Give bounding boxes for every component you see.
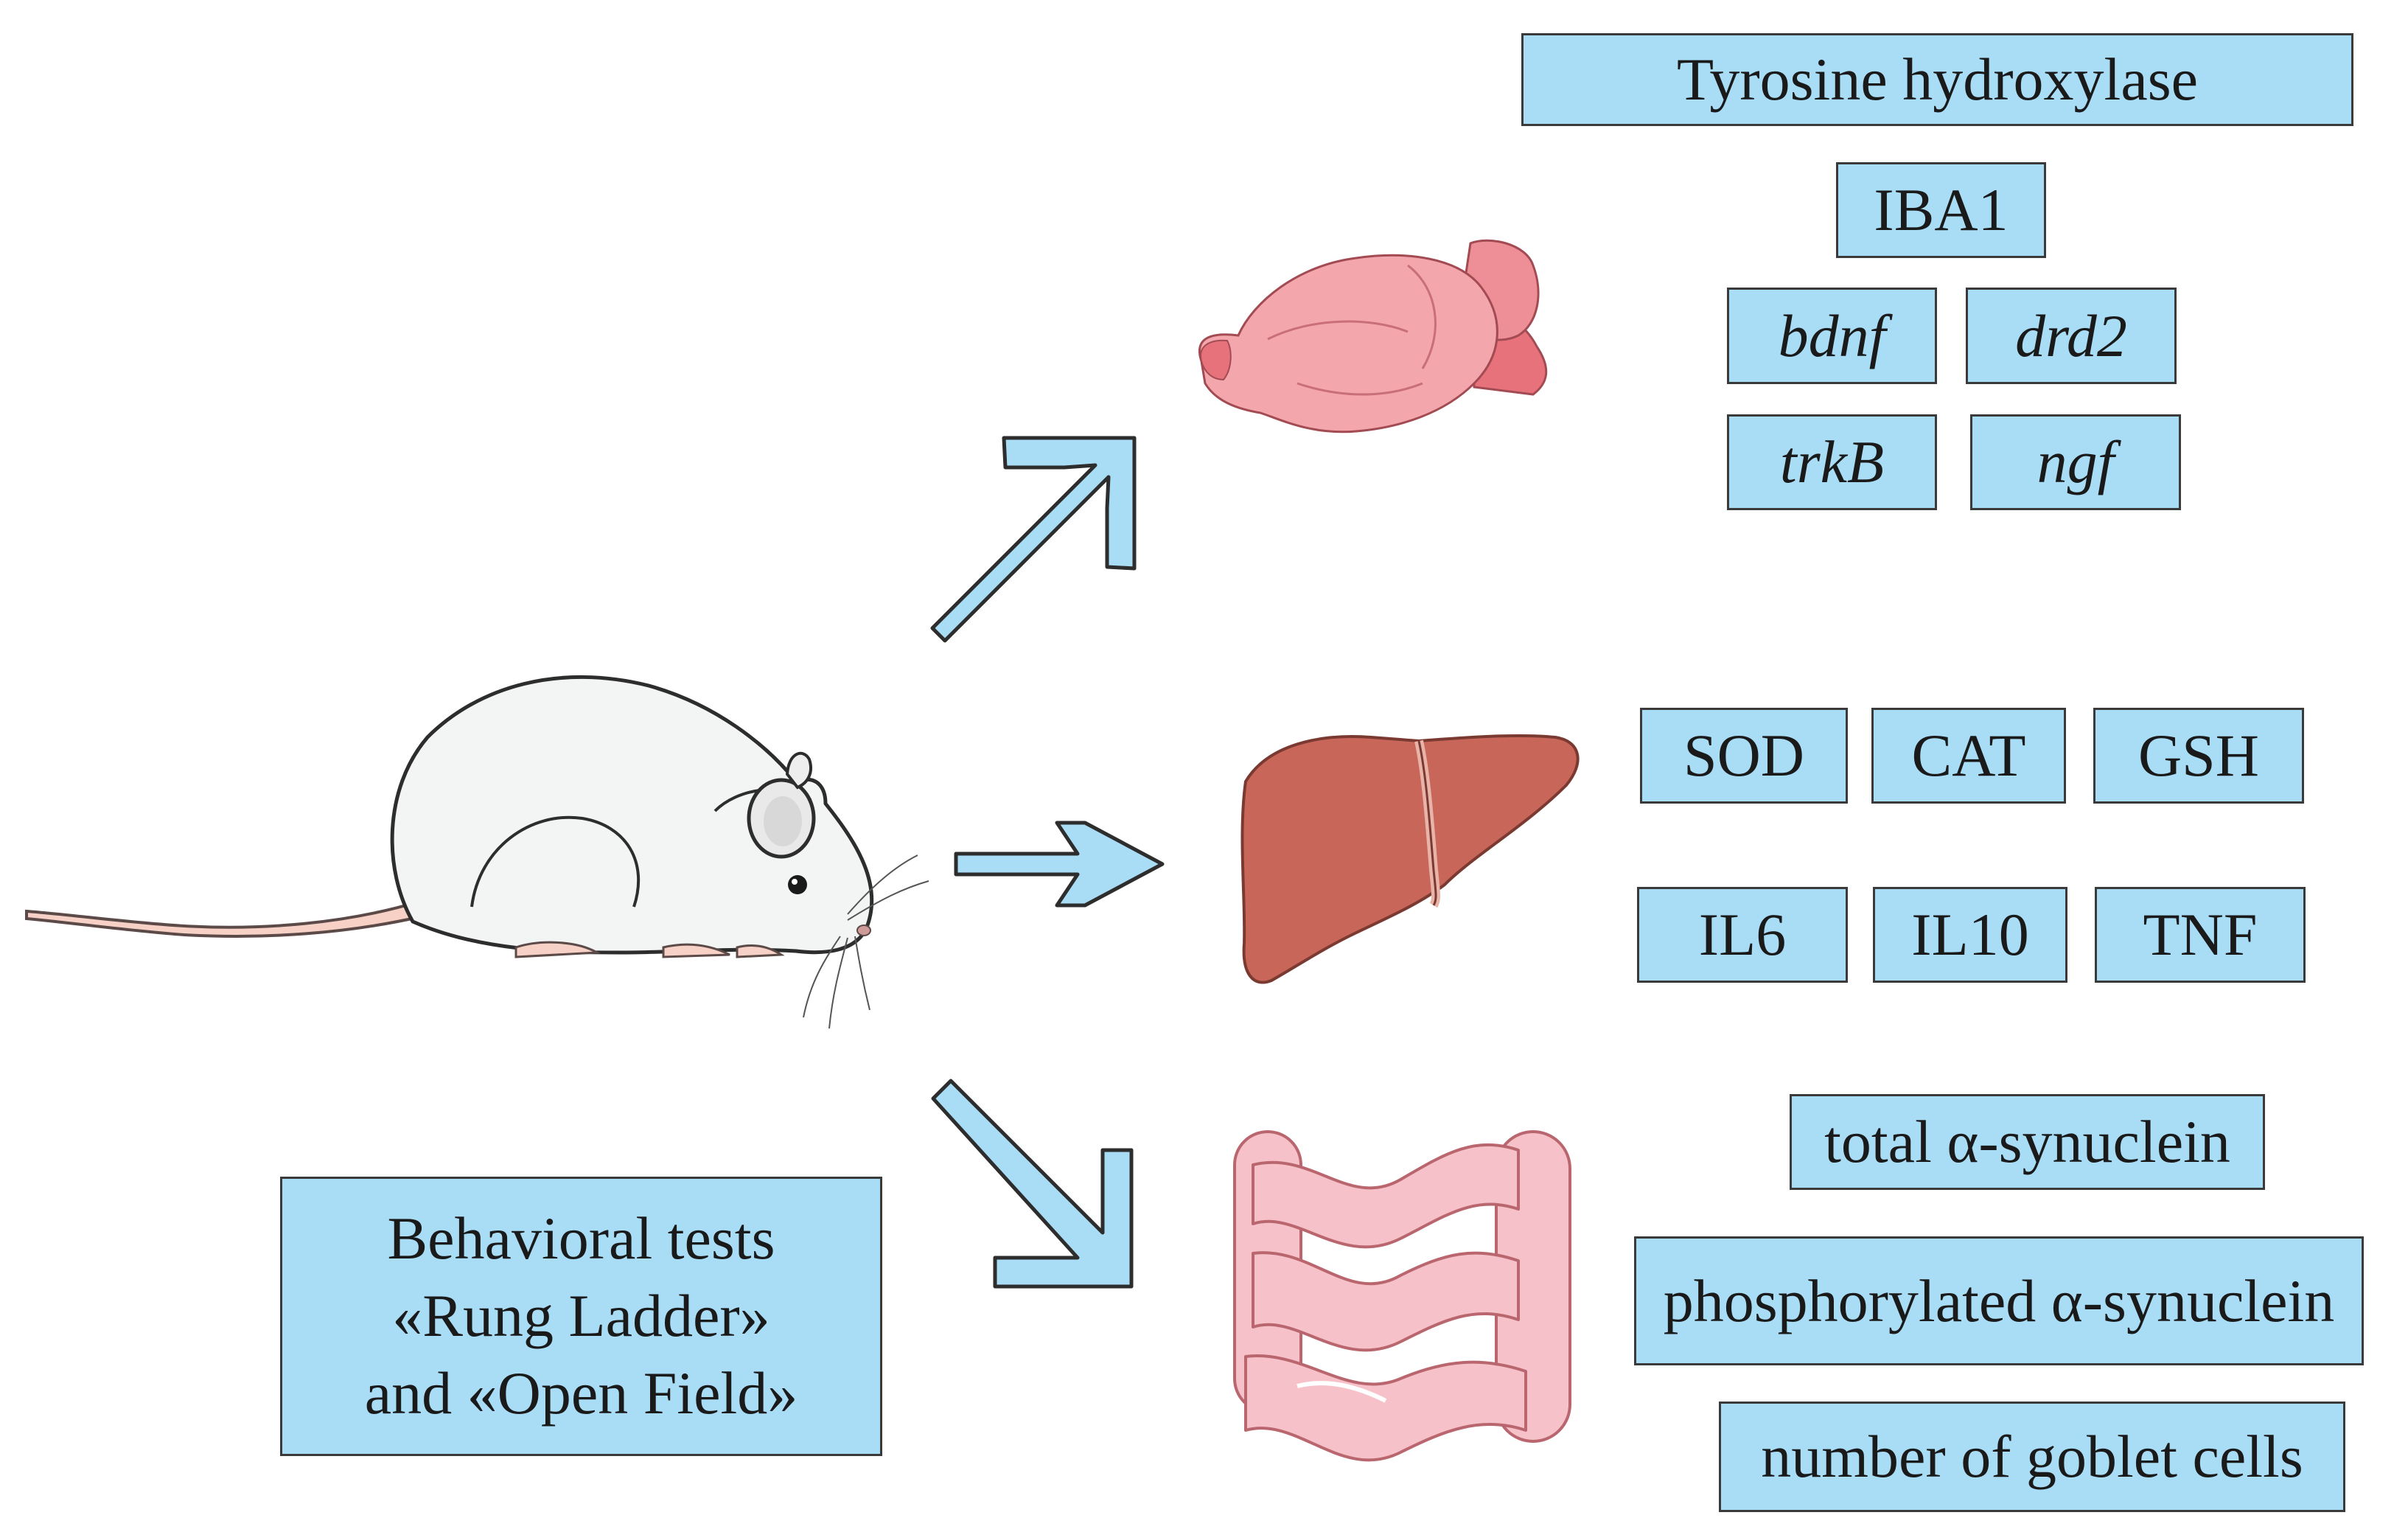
behavioral-tests-line1: Behavioral tests (387, 1205, 775, 1272)
drd2-box: drd2 (1966, 288, 2177, 384)
ngf-box: ngf (1970, 414, 2181, 510)
iba1-box: IBA1 (1836, 162, 2046, 258)
behavioral-tests-line3: and «Open Field» (364, 1359, 798, 1427)
total-synuclein-box: total α-synuclein (1790, 1094, 2265, 1190)
trkb-box: trkB (1727, 414, 1937, 510)
behavioral-tests-line2: «Rung Ladder» (392, 1282, 770, 1350)
sod-box: SOD (1640, 708, 1848, 804)
bdnf-box: bdnf (1727, 288, 1937, 384)
tyrosine-hydroxylase-box: Tyrosine hydroxylase (1521, 33, 2353, 126)
tnf-box: TNF (2095, 887, 2306, 983)
il10-box: IL10 (1873, 887, 2067, 983)
mouse-icon (25, 675, 929, 1029)
gsh-box: GSH (2093, 708, 2304, 804)
goblet-cells-box: number of goblet cells (1719, 1402, 2345, 1512)
arrow-to-brain (930, 436, 1137, 643)
arrow-to-intestine (931, 1079, 1134, 1289)
arrow-to-liver (954, 821, 1165, 908)
brain-icon (1198, 239, 1548, 434)
phosphorylated-synuclein-box: phosphorylated α-synuclein (1634, 1236, 2364, 1365)
liver-icon (1240, 734, 1580, 984)
behavioral-tests-box: Behavioral tests «Rung Ladder» and «Open… (280, 1177, 882, 1456)
cat-box: CAT (1871, 708, 2066, 804)
il6-box: IL6 (1637, 887, 1848, 983)
intestine-icon (1233, 1130, 1571, 1462)
